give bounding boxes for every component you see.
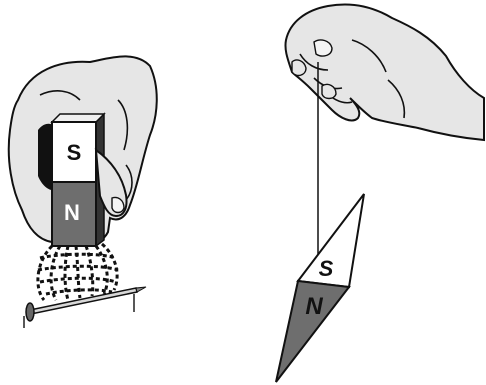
magnetic-field-lines xyxy=(38,244,118,300)
hand-holding-string: S N xyxy=(276,5,484,383)
magnet-north-label: N xyxy=(64,200,80,225)
iron-nail xyxy=(26,287,146,321)
right-hand xyxy=(285,5,484,141)
magnet-top-face xyxy=(52,114,104,122)
magnet-south-label: S xyxy=(67,140,82,165)
compass-needle: S N xyxy=(276,194,364,382)
hand-holding-magnet: S N xyxy=(9,56,157,328)
needle-south-label: S xyxy=(319,256,334,281)
needle-north-label: N xyxy=(305,293,323,320)
thumbnail xyxy=(314,40,332,56)
